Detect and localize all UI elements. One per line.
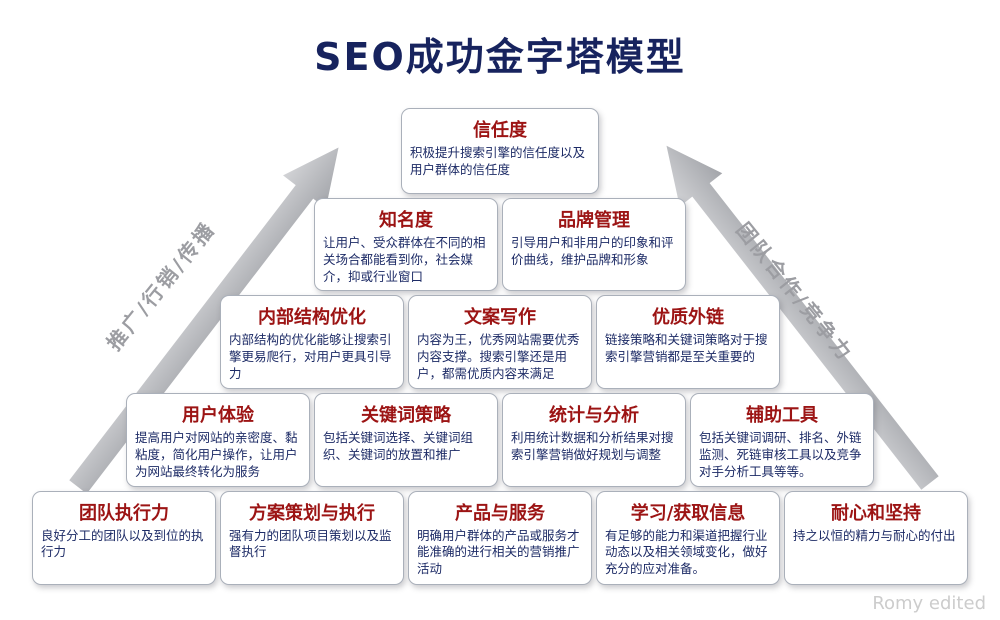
box-body: 积极提升搜索引擎的信任度以及用户群体的信任度 bbox=[410, 145, 586, 177]
external-links-box: 优质外链 链接策略和关键词策略对于搜索引擎营销都是至关重要的 bbox=[596, 295, 780, 390]
box-title: 知名度 bbox=[379, 210, 433, 231]
box-body: 包括关键词调研、排名、外链监测、死链审核工具以及竞争对手分析工具等等。 bbox=[699, 430, 862, 479]
box-title: 优质外链 bbox=[652, 307, 724, 329]
box-title: 学习/获取信息 bbox=[630, 502, 746, 524]
patience-box: 耐心和坚持 持之以恒的精力与耐心的付出 bbox=[784, 490, 968, 585]
box-title: 辅助工具 bbox=[746, 405, 818, 427]
pyramid-row-2: 知名度 让用户、受众群体在不同的相关场合都能看到你，社会媒介，抑或行业窗口 品牌… bbox=[314, 198, 686, 292]
pyramid-row-3: 内部结构优化 内部结构的优化能够让搜索引擎更易爬行，对用户更具引导力 文案写作 … bbox=[220, 295, 780, 390]
box-title: 方案策划与执行 bbox=[249, 502, 375, 524]
copywriting-box: 文案写作 内容为王，优秀网站需要优秀内容支撑。搜索引擎还是用户，都需优质内容来满… bbox=[408, 295, 592, 390]
box-body: 有足够的能力和渠道把握行业动态以及相关领域变化，做好充分的应对准备。 bbox=[605, 527, 768, 577]
box-body: 让用户、受众群体在不同的相关场合都能看到你，社会媒介，抑或行业窗口 bbox=[323, 235, 486, 284]
awareness-box: 知名度 让用户、受众群体在不同的相关场合都能看到你，社会媒介，抑或行业窗口 bbox=[314, 198, 498, 292]
pyramid-row-1: 信任度 积极提升搜索引擎的信任度以及用户群体的信任度 bbox=[401, 108, 599, 194]
box-title: 产品与服务 bbox=[455, 502, 545, 524]
page-title: SEO成功金字塔模型 bbox=[314, 35, 686, 79]
box-title: 关键词策略 bbox=[361, 405, 451, 427]
watermark: Romy edited bbox=[872, 593, 986, 614]
box-title: 信任度 bbox=[473, 120, 527, 141]
keyword-strategy-box: 关键词策略 包括关键词选择、关键词组织、关键词的放置和推广 bbox=[314, 393, 498, 487]
box-body: 内容为王，优秀网站需要优秀内容支撑。搜索引擎还是用户，都需优质内容来满足 bbox=[417, 332, 580, 381]
box-title: 文案写作 bbox=[464, 307, 536, 329]
box-title: 内部结构优化 bbox=[258, 307, 366, 329]
box-title: 统计与分析 bbox=[549, 405, 639, 427]
pyramid: 信任度 积极提升搜索引擎的信任度以及用户群体的信任度 知名度 让用户、受众群体在… bbox=[0, 108, 1000, 585]
brand-management-box: 品牌管理 引导用户和非用户的印象和评价曲线，维护品牌和形象 bbox=[502, 198, 686, 292]
box-body: 提高用户对网站的亲密度、黏粘度，简化用户操作，让用户为网站最终转化为服务 bbox=[135, 430, 298, 479]
pyramid-row-4: 用户体验 提高用户对网站的亲密度、黏粘度，简化用户操作，让用户为网站最终转化为服… bbox=[126, 393, 874, 487]
box-title: 品牌管理 bbox=[558, 210, 630, 231]
internal-structure-box: 内部结构优化 内部结构的优化能够让搜索引擎更易爬行，对用户更具引导力 bbox=[220, 295, 404, 390]
box-body: 利用统计数据和分析结果对搜索引擎营销做好规划与调整 bbox=[511, 430, 674, 462]
box-body: 包括关键词选择、关键词组织、关键词的放置和推广 bbox=[323, 430, 474, 462]
planning-execution-box: 方案策划与执行 强有力的团队项目策划以及监督执行 bbox=[220, 490, 404, 585]
box-body: 明确用户群体的产品或服务才能准确的进行相关的营销推广活动 bbox=[417, 527, 580, 577]
user-experience-box: 用户体验 提高用户对网站的亲密度、黏粘度，简化用户操作，让用户为网站最终转化为服… bbox=[126, 393, 310, 487]
box-body: 内部结构的优化能够让搜索引擎更易爬行，对用户更具引导力 bbox=[229, 332, 392, 381]
box-body: 持之以恒的精力与耐心的付出 bbox=[793, 527, 956, 543]
auxiliary-tools-box: 辅助工具 包括关键词调研、排名、外链监测、死链审核工具以及竞争对手分析工具等等。 bbox=[690, 393, 874, 487]
box-title: 耐心和坚持 bbox=[831, 502, 921, 524]
box-title: 用户体验 bbox=[182, 405, 254, 427]
box-body: 链接策略和关键词策略对于搜索引擎营销都是至关重要的 bbox=[605, 332, 768, 364]
trust-box: 信任度 积极提升搜索引擎的信任度以及用户群体的信任度 bbox=[401, 108, 599, 194]
statistics-analysis-box: 统计与分析 利用统计数据和分析结果对搜索引擎营销做好规划与调整 bbox=[502, 393, 686, 487]
learning-info-box: 学习/获取信息 有足够的能力和渠道把握行业动态以及相关领域变化，做好充分的应对准… bbox=[596, 490, 780, 585]
pyramid-row-5: 团队执行力 良好分工的团队以及到位的执行力 方案策划与执行 强有力的团队项目策划… bbox=[32, 490, 968, 585]
box-body: 强有力的团队项目策划以及监督执行 bbox=[229, 527, 392, 560]
team-execution-box: 团队执行力 良好分工的团队以及到位的执行力 bbox=[32, 490, 216, 585]
box-body: 良好分工的团队以及到位的执行力 bbox=[41, 527, 204, 560]
product-service-box: 产品与服务 明确用户群体的产品或服务才能准确的进行相关的营销推广活动 bbox=[408, 490, 592, 585]
box-body: 引导用户和非用户的印象和评价曲线，维护品牌和形象 bbox=[511, 235, 674, 267]
box-title: 团队执行力 bbox=[79, 502, 169, 524]
